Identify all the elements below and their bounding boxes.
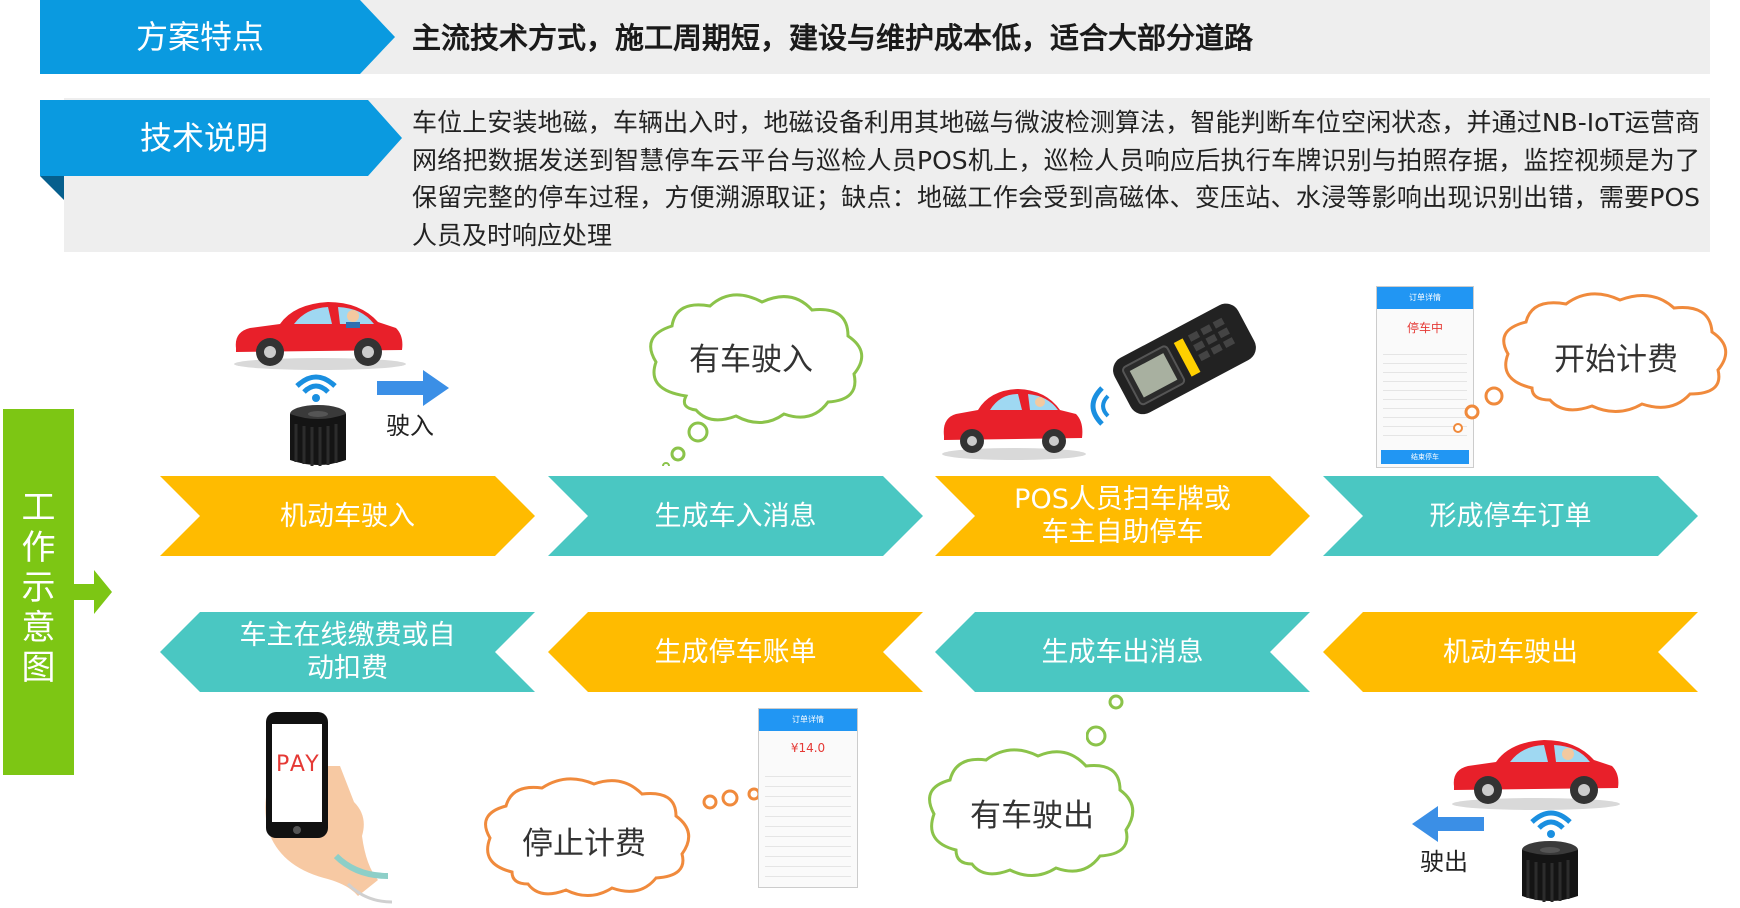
flow-step-label: 生成车入消息 bbox=[654, 500, 817, 532]
thought-bubbles-icon bbox=[1453, 386, 1504, 433]
thought-bubbles-icon bbox=[1086, 694, 1124, 747]
wireless-signal-icon bbox=[295, 374, 337, 402]
phone-header: 订单详情 bbox=[1377, 287, 1473, 309]
magnetic-sensor-icon bbox=[1522, 841, 1578, 902]
flow-step-label: 机动车驶出 bbox=[1443, 636, 1578, 668]
tech-tab bbox=[40, 100, 402, 176]
cloud-text-start-billing: 开始计费 bbox=[1554, 342, 1678, 378]
wireless-signal-icon bbox=[1090, 386, 1110, 426]
car-icon bbox=[234, 302, 406, 370]
feature-title: 方案特点 bbox=[135, 18, 264, 56]
arrow-left-icon bbox=[1412, 806, 1484, 842]
mobile-payment-icon bbox=[265, 712, 393, 904]
flow-step-car-out: 机动车驶出 bbox=[1323, 612, 1698, 692]
pay-label: PAY bbox=[276, 752, 321, 777]
arrow-right-icon bbox=[377, 370, 449, 406]
side-label-char-5: 图 bbox=[21, 648, 56, 688]
bill-lines bbox=[765, 767, 851, 877]
bill-amount: ¥14.0 bbox=[790, 741, 826, 755]
flow-step-label: POS人员扫车牌或车主自助停车 bbox=[1014, 484, 1231, 548]
thought-cloud-start-billing bbox=[1502, 292, 1728, 413]
cloud-text-car-out: 有车驶出 bbox=[970, 798, 1094, 834]
thought-cloud-car-out bbox=[928, 748, 1135, 877]
flow-step-entry-message: 生成车入消息 bbox=[548, 476, 923, 556]
flow-step-exit-message: 生成车出消息 bbox=[935, 612, 1310, 692]
tech-description: 车位上安装地磁，车辆出入时，地磁设备利用其地磁与微波检测算法，智能判断车位空闲状… bbox=[412, 108, 1700, 250]
end-parking-button[interactable]: 结束停车 bbox=[1381, 450, 1469, 464]
thought-cloud-car-in bbox=[649, 293, 864, 466]
drive-out-label: 驶出 bbox=[1420, 848, 1468, 876]
magnetic-sensor-icon bbox=[290, 405, 346, 466]
flow-step-payment: 车主在线缴费或自动扣费 bbox=[160, 612, 535, 692]
cloud-text-stop-billing: 停止计费 bbox=[522, 826, 646, 862]
bill-phone-screen: 订单详情 ¥14.0 bbox=[758, 708, 858, 888]
wireless-signal-icon bbox=[1530, 810, 1572, 838]
thought-cloud-stop-billing bbox=[484, 777, 691, 897]
flow-step-label: 机动车驶入 bbox=[280, 500, 415, 532]
flow-step-car-in: 机动车驶入 bbox=[160, 476, 535, 556]
car-icon bbox=[942, 389, 1086, 460]
tech-title: 技术说明 bbox=[139, 119, 268, 157]
cloud-text-car-in: 有车驶入 bbox=[689, 342, 813, 378]
side-label-bar bbox=[3, 409, 74, 775]
car-icon bbox=[1452, 740, 1620, 810]
flow-step-label: 生成停车账单 bbox=[654, 636, 817, 668]
pos-terminal-icon bbox=[1113, 303, 1256, 415]
flow-step-create-order: 形成停车订单 bbox=[1323, 476, 1698, 556]
flow-step-bill: 生成停车账单 bbox=[548, 612, 923, 692]
phone-header: 订单详情 bbox=[759, 709, 857, 731]
feature-tab bbox=[40, 0, 395, 74]
tech-tab-fold bbox=[40, 176, 64, 200]
flow-step-label: 车主在线缴费或自动扣费 bbox=[239, 620, 456, 684]
flow-step-label: 生成车出消息 bbox=[1041, 636, 1204, 668]
side-label-char-1: 工 bbox=[21, 488, 56, 528]
phone-order-lines bbox=[1383, 346, 1467, 442]
side-label-char-2: 作 bbox=[21, 528, 56, 568]
side-arrow-icon bbox=[74, 570, 112, 614]
drive-in-label: 驶入 bbox=[386, 412, 434, 440]
order-phone-screen: 订单详情 停车中 结束停车 bbox=[1376, 286, 1474, 468]
flow-step-label: 形成停车订单 bbox=[1429, 500, 1592, 532]
side-label-char-3: 示 bbox=[21, 568, 56, 608]
flow-step-pos-scan: POS人员扫车牌或车主自助停车 bbox=[935, 476, 1310, 556]
side-label-char-4: 意 bbox=[21, 608, 56, 648]
phone-status: 停车中 bbox=[1406, 321, 1443, 335]
side-label: 工 作 示 意 图 bbox=[3, 488, 74, 688]
feature-description: 主流技术方式，施工周期短，建设与维护成本低，适合大部分道路 bbox=[412, 21, 1254, 55]
thought-bubbles-icon bbox=[702, 787, 761, 810]
